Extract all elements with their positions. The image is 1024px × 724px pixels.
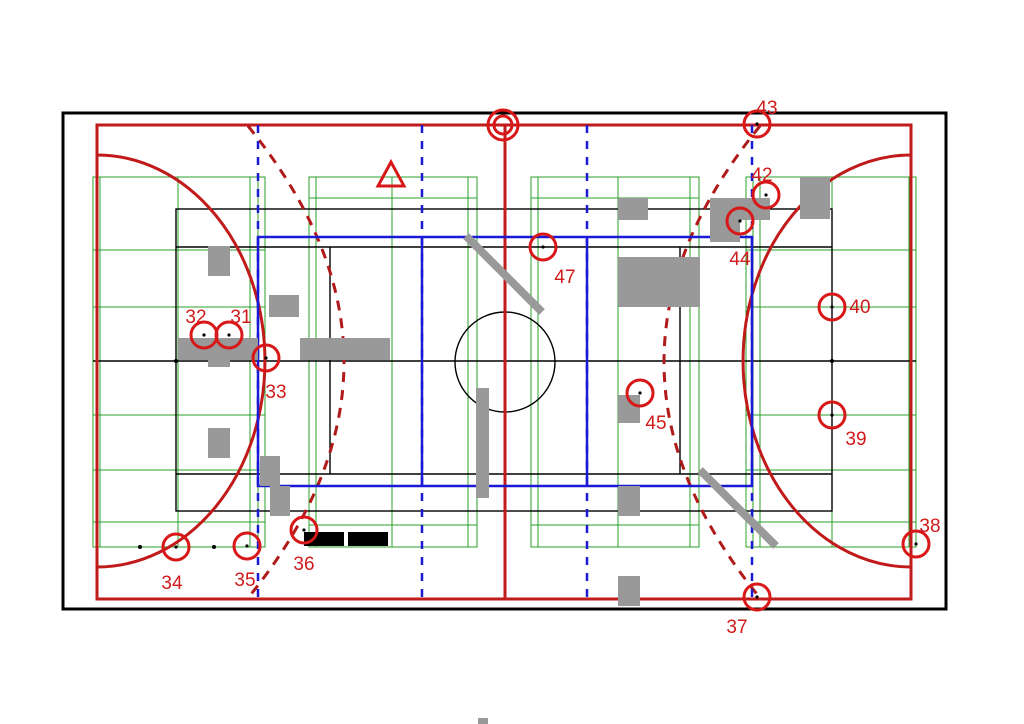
marker-center-44 — [738, 219, 742, 223]
marker-label-34: 34 — [161, 573, 183, 594]
marker-circle-37 — [742, 582, 772, 612]
marker-label-36: 36 — [293, 554, 314, 575]
marker-center-42 — [764, 193, 768, 197]
marker-circle-36 — [289, 515, 319, 545]
red-court-lines — [95, 123, 913, 601]
marker-center-34 — [174, 545, 178, 549]
marker-circle-47 — [528, 232, 558, 262]
marker-circle-43 — [742, 109, 772, 139]
marker-label-37: 37 — [726, 617, 747, 638]
marker-circle-40 — [817, 292, 847, 322]
marker-center-33 — [264, 356, 268, 360]
marker-label-47: 47 — [554, 267, 575, 288]
marker-label-44: 44 — [729, 249, 751, 270]
marker-center-45 — [638, 391, 642, 395]
marker-circle-42 — [751, 180, 781, 210]
marker-label-40: 40 — [849, 297, 870, 318]
marker-center-37 — [755, 595, 759, 599]
marker-label-45: 45 — [645, 413, 666, 434]
marker-center-43 — [755, 122, 759, 126]
marker-label-33: 33 — [265, 382, 286, 403]
marker-center-39 — [830, 413, 834, 417]
marker-circle-32 — [189, 320, 219, 350]
marker-center-36 — [302, 528, 306, 532]
marker-center-38 — [914, 542, 918, 546]
marker-circle-38 — [901, 529, 931, 559]
marker-circle-45 — [625, 378, 655, 408]
black-dots — [138, 359, 834, 549]
numbered-markers: 31 32 33 34 35 36 37 38 39 40 42 43 44 45 47 — [161, 98, 940, 638]
triangle-marker — [375, 158, 407, 188]
marker-label-38: 38 — [919, 516, 940, 537]
marker-center-32 — [202, 333, 206, 337]
marker-label-32: 32 — [185, 307, 206, 328]
marker-center-31 — [227, 333, 231, 337]
red-dashed-arcs — [246, 125, 762, 599]
black-bars — [304, 532, 388, 546]
marker-label-43: 43 — [756, 98, 777, 119]
center-double-ring — [486, 108, 520, 142]
marker-center-47 — [541, 245, 545, 249]
outer-frame — [61, 111, 948, 611]
marker-label-35: 35 — [234, 570, 255, 591]
marker-circle-39 — [817, 400, 847, 430]
marker-label-42: 42 — [751, 165, 772, 186]
marker-circle-35 — [232, 531, 262, 561]
marker-label-39: 39 — [845, 429, 866, 450]
marker-label-31: 31 — [230, 307, 251, 328]
marker-circle-44 — [725, 206, 755, 236]
gray-diagonal-bars — [463, 233, 779, 549]
marker-circle-33 — [251, 343, 281, 373]
blue-lines — [256, 235, 754, 488]
marker-circle-34 — [161, 532, 191, 562]
marker-center-40 — [830, 305, 834, 309]
marker-center-35 — [245, 544, 249, 548]
